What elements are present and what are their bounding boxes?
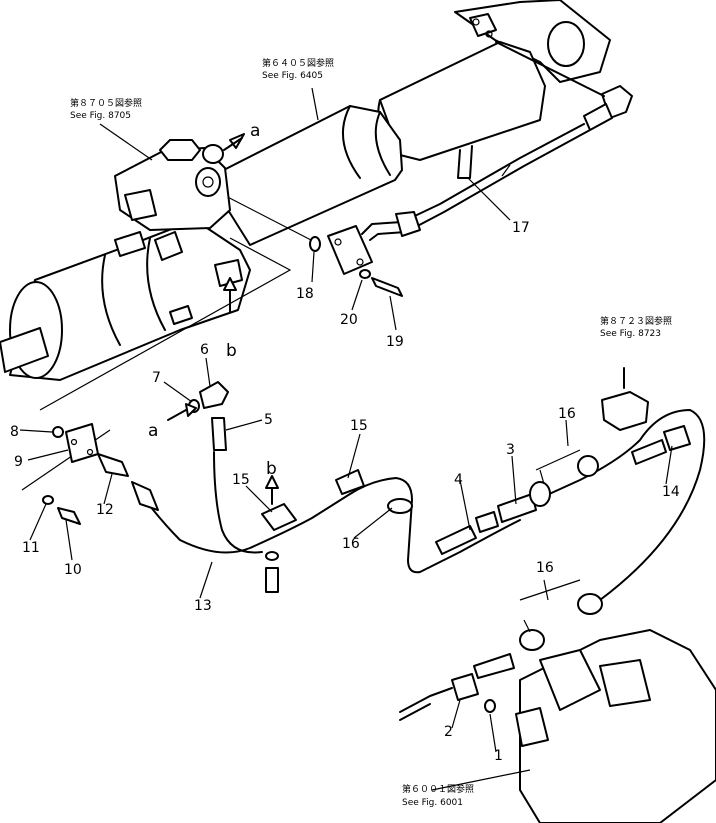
o-ring-18 <box>309 236 321 252</box>
hose-13 <box>135 477 521 574</box>
part-number: 9 <box>14 454 23 470</box>
clamp-16b <box>529 481 551 507</box>
part-number: 8 <box>10 424 19 440</box>
washer-11 <box>42 495 54 505</box>
elbow-2 <box>451 673 479 701</box>
part-number: 16 <box>558 406 576 422</box>
block-8723 <box>601 391 649 431</box>
pump-assembly <box>0 139 251 381</box>
cylinder-assembly <box>207 0 633 246</box>
part-number-callouts: 1 2 3 4 5 6 7 8 9 10 11 12 13 14 15 15 1… <box>10 220 680 764</box>
part-number: 5 <box>264 412 273 428</box>
o-ring-1 <box>484 699 496 713</box>
ref-8705-jp: 第８７０５図参照 <box>70 97 142 109</box>
part-number: 6 <box>200 342 209 358</box>
part-number: 13 <box>194 598 212 614</box>
part-number: 17 <box>512 220 530 236</box>
o-ring-8 <box>52 426 64 438</box>
clamp-15b <box>335 469 365 495</box>
connector-5 <box>211 417 227 451</box>
ref-8723-en: See Fig. 8723 <box>600 329 661 339</box>
ref-8705-en: See Fig. 8705 <box>70 111 131 121</box>
ref-6405-jp: 第６４０５図参照 <box>262 57 334 69</box>
part-number: 11 <box>22 540 40 556</box>
elbow-6 <box>199 381 229 409</box>
part-number: 14 <box>662 484 680 500</box>
part-number: 20 <box>340 312 358 328</box>
fitting-12 <box>97 453 129 477</box>
bolt-19 <box>371 277 403 297</box>
part-number: 19 <box>386 334 404 350</box>
part-number: 12 <box>96 502 114 518</box>
part-number: 7 <box>152 370 161 386</box>
washer-20 <box>359 269 371 279</box>
bolt-10 <box>57 507 81 525</box>
fitting-14 <box>663 425 691 451</box>
figure-references: 第８７０５図参照 See Fig. 8705 第６４０５図参照 See Fig.… <box>70 57 672 808</box>
clamp-16e <box>577 593 603 615</box>
label-b-top: b <box>226 341 237 361</box>
part-number: 3 <box>506 442 515 458</box>
part-number: 15 <box>232 472 250 488</box>
part-number: 16 <box>342 536 360 552</box>
control-valve <box>515 593 716 823</box>
part-number: 2 <box>444 724 453 740</box>
part-number: 16 <box>536 560 554 576</box>
flange-9 <box>65 423 99 463</box>
ref-8723-jp: 第８７２３図参照 <box>600 315 672 327</box>
label-b-bottom: b <box>266 459 277 479</box>
part-number: 18 <box>296 286 314 302</box>
part-number: 4 <box>454 472 463 488</box>
fitting-3 <box>497 493 537 523</box>
ref-6405-en: See Fig. 6405 <box>262 71 323 81</box>
label-a-top: a <box>250 121 260 141</box>
part-number: 10 <box>64 562 82 578</box>
ref-6001-jp: 第６００１図参照 <box>402 783 474 795</box>
ref-6001-en: See Fig. 6001 <box>402 798 463 808</box>
clamp-16d <box>519 629 545 651</box>
part-number: 1 <box>494 748 503 764</box>
clamp-16a <box>387 498 413 514</box>
connection-letters: a b a b <box>148 121 277 479</box>
label-a-bottom: a <box>148 421 158 441</box>
part-number: 15 <box>350 418 368 434</box>
pipe-17 <box>327 123 591 275</box>
leader-lines <box>19 87 673 791</box>
fitting-4 <box>435 525 477 555</box>
clamp-16c <box>577 455 599 477</box>
